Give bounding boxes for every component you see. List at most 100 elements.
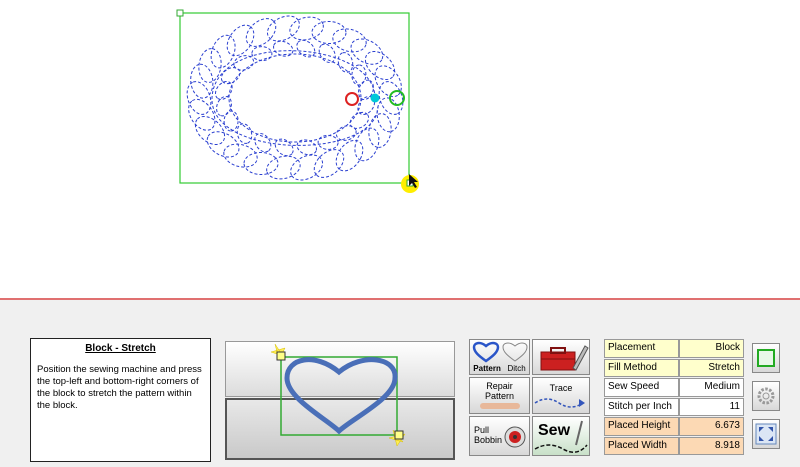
setting-row-placement[interactable]: Placement Block bbox=[604, 339, 744, 358]
setting-row-sew-speed[interactable]: Sew Speed Medium bbox=[604, 378, 744, 397]
setting-value[interactable]: 11 bbox=[679, 397, 744, 416]
top-left-handle bbox=[176, 9, 184, 17]
feather-inner bbox=[251, 46, 273, 62]
feather-inner bbox=[296, 39, 316, 58]
ditch-label: Ditch bbox=[507, 364, 526, 373]
setting-row-fill-method[interactable]: Fill Method Stretch bbox=[604, 358, 744, 377]
feather-outer bbox=[186, 81, 212, 115]
setting-value: 6.673 bbox=[679, 417, 744, 436]
setting-row-placed-width[interactable]: Placed Width 8.918 bbox=[604, 436, 744, 455]
setting-value[interactable]: Medium bbox=[679, 378, 744, 397]
wreath-spine bbox=[211, 50, 379, 146]
sew-button[interactable]: Sew bbox=[532, 416, 590, 456]
control-panel: Block - Stretch Position the sewing mach… bbox=[0, 300, 800, 467]
heart-icon bbox=[284, 357, 398, 435]
repair-pattern-button[interactable]: Repair Pattern bbox=[469, 377, 530, 414]
end-point-marker bbox=[389, 90, 405, 106]
feather-outer bbox=[350, 38, 384, 65]
feather-outer bbox=[266, 155, 301, 180]
feather-outer bbox=[198, 48, 222, 83]
sparkle-top-left-icon bbox=[270, 343, 286, 361]
feather-outer bbox=[210, 34, 236, 69]
trace-path-icon bbox=[534, 398, 585, 408]
wreath-inner-spine bbox=[228, 53, 362, 143]
block-icon bbox=[757, 349, 775, 367]
settings-gear-button[interactable] bbox=[752, 381, 780, 411]
setting-row-stitch-per-inch[interactable]: Stitch per Inch 11 bbox=[604, 397, 744, 416]
settings-table: Placement Block Fill Method Stretch Sew … bbox=[604, 339, 744, 456]
pattern-label: Pattern bbox=[473, 364, 501, 373]
feather-outer bbox=[368, 113, 392, 148]
block-boundary bbox=[179, 12, 410, 184]
feather-outer bbox=[335, 139, 364, 172]
sew-label: Sew bbox=[538, 422, 571, 439]
setting-value[interactable]: Block bbox=[679, 339, 744, 358]
cursor-arrow bbox=[409, 174, 418, 188]
feather-outer bbox=[190, 63, 214, 99]
feather-inner bbox=[337, 52, 354, 73]
start-point-marker bbox=[345, 92, 359, 106]
instruction-title: Block - Stretch bbox=[85, 343, 156, 354]
setting-row-placed-height[interactable]: Placed Height 6.673 bbox=[604, 417, 744, 436]
feather-outer bbox=[243, 151, 279, 176]
feather-inner bbox=[223, 110, 239, 132]
bobbin-icon bbox=[504, 426, 526, 448]
bandage-icon bbox=[479, 403, 520, 409]
feather-wreath-pattern bbox=[186, 15, 404, 181]
gear-icon bbox=[757, 387, 775, 405]
instruction-text: Position the sewing machine and press th… bbox=[37, 364, 202, 411]
feather-outer bbox=[332, 28, 367, 53]
trace-button[interactable]: Trace bbox=[532, 377, 590, 414]
setting-label: Placed Height bbox=[604, 417, 679, 436]
feather-outer bbox=[206, 131, 240, 158]
design-canvas[interactable] bbox=[0, 0, 800, 298]
stretch-button[interactable] bbox=[752, 419, 780, 449]
feather-outer bbox=[311, 20, 347, 45]
pattern-ditch-button[interactable]: Pattern Ditch bbox=[469, 339, 530, 375]
setting-label: Fill Method bbox=[604, 358, 679, 377]
repair-label-2: Pattern bbox=[484, 391, 515, 401]
feather-outer bbox=[290, 154, 324, 181]
feather-outer bbox=[289, 16, 324, 41]
ditch-heart-icon bbox=[502, 342, 528, 362]
stretch-icon bbox=[755, 423, 777, 445]
setting-label: Placed Width bbox=[604, 436, 679, 455]
preview-block-outline bbox=[280, 356, 398, 436]
needle-position bbox=[370, 93, 380, 103]
block-placement-button[interactable] bbox=[752, 343, 780, 373]
feather-inner bbox=[351, 64, 367, 86]
feather-inner bbox=[233, 55, 255, 71]
pull-label-2: Bobbin bbox=[474, 435, 503, 445]
toolbox-button[interactable] bbox=[532, 339, 590, 375]
stretch-preview-illustration bbox=[270, 343, 406, 447]
pull-label-1: Pull bbox=[474, 425, 490, 435]
feather-inner bbox=[274, 138, 294, 157]
needle-icon bbox=[575, 420, 583, 446]
feather-outer bbox=[364, 50, 396, 81]
panel-divider bbox=[0, 298, 800, 300]
pull-bobbin-button[interactable]: Pull Bobbin bbox=[469, 416, 530, 456]
pattern-view[interactable] bbox=[0, 0, 800, 298]
feather-inner bbox=[236, 123, 253, 144]
setting-label: Placement bbox=[604, 339, 679, 358]
setting-label: Stitch per Inch bbox=[604, 397, 679, 416]
feather-outer bbox=[226, 24, 255, 57]
pattern-heart-icon bbox=[472, 341, 500, 363]
feather-inner bbox=[335, 125, 357, 141]
stitch-line-icon bbox=[534, 444, 588, 453]
feather-outer bbox=[354, 127, 380, 162]
feather-outer bbox=[194, 115, 226, 146]
instruction-box: Block - Stretch Position the sewing mach… bbox=[30, 338, 211, 462]
pattern-ditch-hearts bbox=[472, 341, 528, 363]
setting-label: Sew Speed bbox=[604, 378, 679, 397]
setting-value[interactable]: Stretch bbox=[679, 358, 744, 377]
feather-outer bbox=[376, 97, 400, 133]
feather-inner bbox=[317, 134, 339, 150]
trace-label: Trace bbox=[549, 383, 573, 393]
feather-outer bbox=[223, 143, 258, 168]
setting-value: 8.918 bbox=[679, 436, 744, 455]
feather-outer bbox=[266, 15, 300, 42]
repair-label-1: Repair bbox=[486, 381, 513, 391]
sparkle-bottom-right-icon bbox=[388, 429, 406, 447]
preview-button-top[interactable] bbox=[225, 341, 455, 397]
